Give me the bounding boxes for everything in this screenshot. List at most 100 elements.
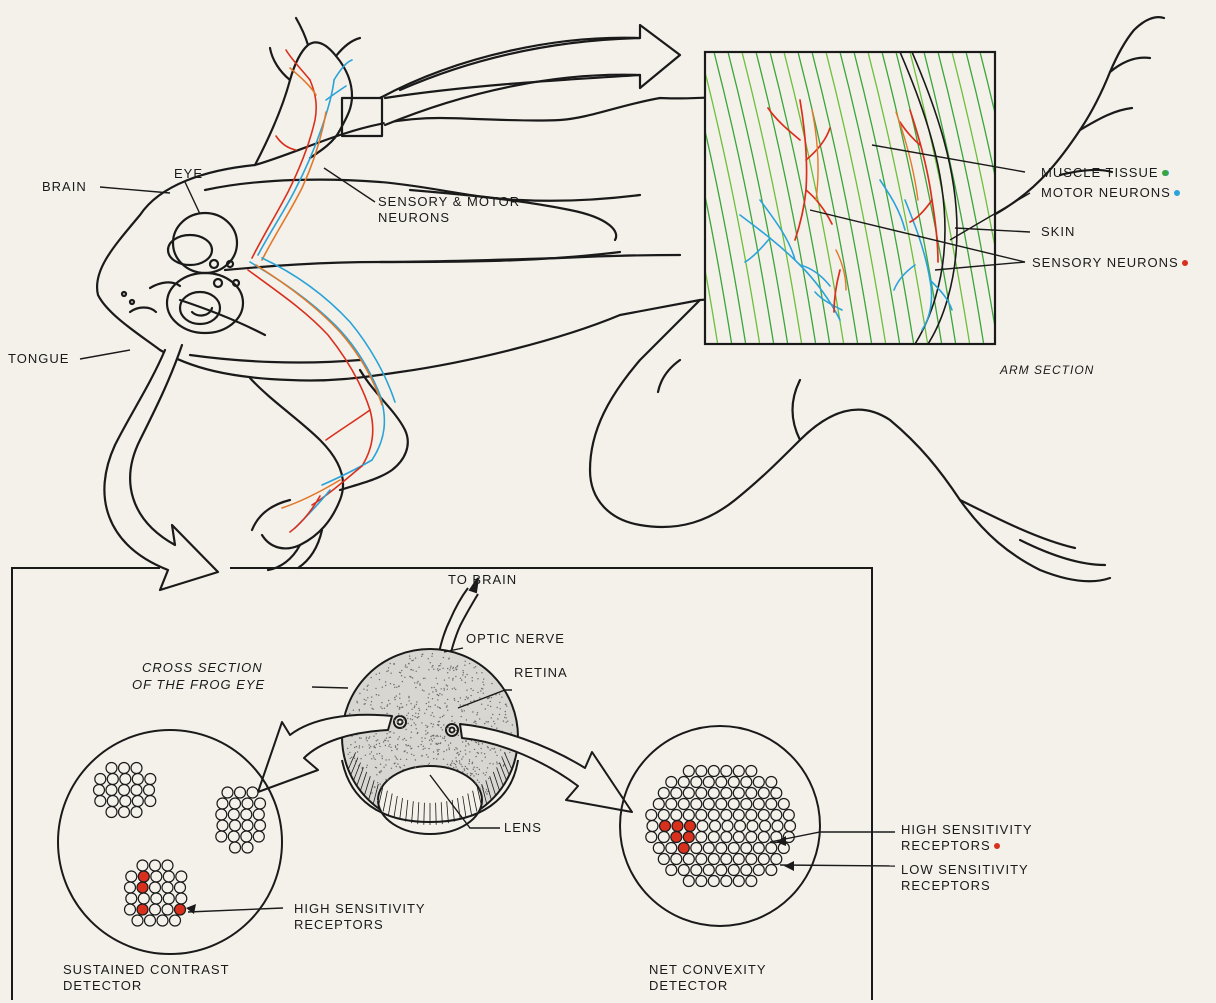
stipple-dot [421, 737, 422, 738]
low-sensitivity-receptor [217, 798, 228, 809]
low-sensitivity-receptor [716, 777, 727, 788]
stipple-dot [461, 711, 462, 712]
stipple-dot [413, 755, 414, 756]
stipple-dot [454, 700, 455, 701]
stipple-dot [410, 718, 411, 719]
stipple-dot [487, 746, 488, 747]
stipple-dot [482, 743, 483, 744]
stipple-dot [490, 706, 491, 707]
stipple-dot [491, 748, 492, 749]
motor-neuron-color-dot [1174, 190, 1180, 196]
stipple-dot [465, 699, 466, 700]
stipple-dot [404, 677, 405, 678]
stipple-dot [452, 760, 453, 761]
stipple-dot [453, 763, 454, 764]
low-sensitivity-receptor [733, 788, 744, 799]
receptor-clusters-right [646, 766, 796, 887]
low-sensitivity-receptor [753, 799, 764, 810]
stipple-dot [456, 730, 457, 731]
low-sensitivity-receptor [771, 788, 782, 799]
stipple-dot [499, 714, 500, 715]
stipple-dot [481, 752, 482, 753]
low-sensitivity-receptor [131, 763, 142, 774]
stipple-dot [377, 782, 378, 783]
stipple-dot [447, 689, 448, 690]
stipple-dot [462, 771, 463, 772]
stipple-dot [383, 767, 384, 768]
stipple-dot [450, 666, 451, 667]
stipple-dot [475, 666, 476, 667]
stipple-dot [409, 658, 410, 659]
low-sensitivity-receptor [132, 774, 143, 785]
low-sensitivity-receptor [778, 799, 789, 810]
stipple-dot [465, 682, 466, 683]
low-sensitivity-receptor [120, 774, 131, 785]
stipple-dot [389, 731, 390, 732]
stipple-dot [359, 745, 360, 746]
stipple-dot [391, 768, 392, 769]
stipple-dot [474, 771, 475, 772]
stipple-dot [376, 694, 377, 695]
stipple-dot [379, 746, 380, 747]
low-sensitivity-receptor [125, 882, 136, 893]
low-sensitivity-receptor [666, 777, 677, 788]
stipple-dot [366, 737, 367, 738]
stipple-dot [462, 756, 463, 757]
stipple-dot [349, 752, 350, 753]
stipple-dot [409, 655, 410, 656]
low-sensitivity-receptor [150, 882, 161, 893]
high-sensitivity-receptor [137, 882, 148, 893]
stipple-dot [437, 754, 438, 755]
stipple-dot [404, 738, 405, 739]
stipple-dot [436, 678, 437, 679]
low-sensitivity-receptor [175, 882, 186, 893]
stipple-dot [511, 732, 512, 733]
low-sensitivity-line2: RECEPTORS [901, 878, 991, 894]
low-sensitivity-receptor [132, 796, 143, 807]
stipple-dot [416, 728, 417, 729]
stipple-dot [485, 708, 486, 709]
low-sensitivity-receptor [653, 799, 664, 810]
muscle-fiber [630, 52, 690, 346]
low-sensitivity-receptor [696, 854, 707, 865]
low-sensitivity-receptor [721, 854, 732, 865]
stipple-dot [415, 767, 416, 768]
stipple-dot [399, 736, 400, 737]
optic-nerve-label: OPTIC NERVE [466, 631, 565, 647]
low-sensitivity-receptor [132, 915, 143, 926]
stipple-dot [424, 738, 425, 739]
stipple-dot [425, 734, 426, 735]
stipple-dot [466, 674, 467, 675]
stipple-dot [395, 756, 396, 757]
stipple-dot [452, 688, 453, 689]
stipple-dot [380, 786, 381, 787]
stipple-dot [457, 752, 458, 753]
stipple-dot [388, 670, 389, 671]
stipple-dot [444, 736, 445, 737]
low-sensitivity-receptor [683, 876, 694, 887]
stipple-dot [453, 670, 454, 671]
stipple-dot [382, 758, 383, 759]
stipple-dot [489, 763, 490, 764]
brain-label: BRAIN [42, 179, 87, 195]
stipple-dot [496, 755, 497, 756]
stipple-dot [455, 766, 456, 767]
stipple-dot [472, 711, 473, 712]
stipple-dot [455, 667, 456, 668]
low-sensitivity-receptor [255, 798, 266, 809]
low-sensitivity-receptor [741, 843, 752, 854]
stipple-dot [484, 723, 485, 724]
stipple-dot [430, 662, 431, 663]
stipple-dot [443, 751, 444, 752]
stipple-dot [363, 689, 364, 690]
stipple-dot [374, 787, 375, 788]
stipple-dot [442, 729, 443, 730]
stipple-dot [367, 765, 368, 766]
stipple-dot [371, 792, 372, 793]
stipple-dot [456, 669, 457, 670]
stipple-dot [402, 739, 403, 740]
stipple-dot [475, 756, 476, 757]
stipple-dot [393, 732, 394, 733]
stipple-dot [455, 764, 456, 765]
